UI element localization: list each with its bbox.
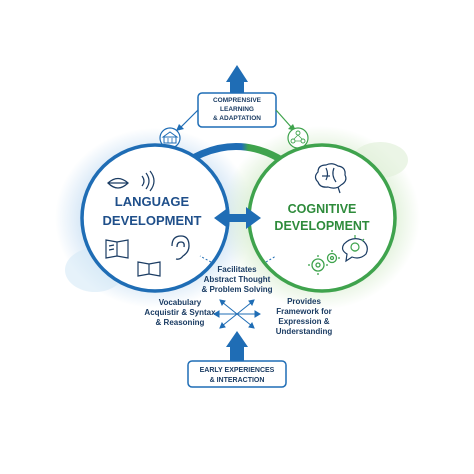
right-label: Provides Framework for Expression & Unde… xyxy=(276,297,333,336)
bottom-up-arrow xyxy=(226,331,248,362)
bidirectional-arrow xyxy=(214,207,261,229)
top-box-line-1: COMPRENSIVE xyxy=(213,97,262,104)
network-people-icon xyxy=(287,127,309,149)
left-label-line-3: & Reasoning xyxy=(156,318,205,327)
right-label-line-3: Expression & xyxy=(278,317,329,326)
cross-arrows xyxy=(213,299,261,329)
open-book-icon xyxy=(105,239,129,259)
lips-icon xyxy=(107,177,129,189)
cognitive-title-line-2: DEVELOPMENT xyxy=(274,219,370,233)
center-label: Facilitates Abstract Thought & Problem S… xyxy=(201,265,272,294)
left-label-line-2: Acquistir & Syntax xyxy=(144,308,216,317)
book-icon xyxy=(137,261,161,277)
comprensive-learning-box: COMPRENSIVE LEARNING & ADAPTATION xyxy=(197,92,277,128)
language-title-line-2: DEVELOPMENT xyxy=(103,213,202,228)
brain-icon xyxy=(314,163,347,194)
cognitive-title-line-1: COGNITIVE xyxy=(288,202,357,216)
left-label: Vocabulary Acquistir & Syntax & Reasonin… xyxy=(144,298,216,327)
language-title-line-1: LANGUAGE xyxy=(115,194,190,209)
left-label-line-1: Vocabulary xyxy=(159,298,202,307)
top-box-line-2: LEARNING xyxy=(220,106,254,113)
center-label-line-1: Facilitates xyxy=(217,265,257,274)
center-connectors xyxy=(199,255,277,263)
center-label-line-2: Abstract Thought xyxy=(204,275,271,284)
right-label-line-2: Framework for xyxy=(276,307,332,316)
cognitive-development-circle: COGNITIVE DEVELOPMENT xyxy=(247,143,397,293)
lightbulb-icon xyxy=(341,235,368,263)
school-icon xyxy=(159,127,181,149)
bottom-box-line-2: & INTERACTION xyxy=(210,377,265,384)
bottom-box-line-1: EARLY EXPERIENCES xyxy=(200,367,275,374)
right-label-line-1: Provides xyxy=(287,297,321,306)
gears-icon xyxy=(308,250,340,275)
sound-waves-icon xyxy=(141,170,155,192)
top-box-line-3: & ADAPTATION xyxy=(213,115,261,122)
right-label-line-4: Understanding xyxy=(276,327,333,336)
center-label-line-3: & Problem Solving xyxy=(201,285,272,294)
ear-icon xyxy=(171,235,190,260)
early-experiences-box: EARLY EXPERIENCES & INTERACTION xyxy=(187,360,287,388)
language-development-circle: LANGUAGE DEVELOPMENT xyxy=(80,143,230,293)
